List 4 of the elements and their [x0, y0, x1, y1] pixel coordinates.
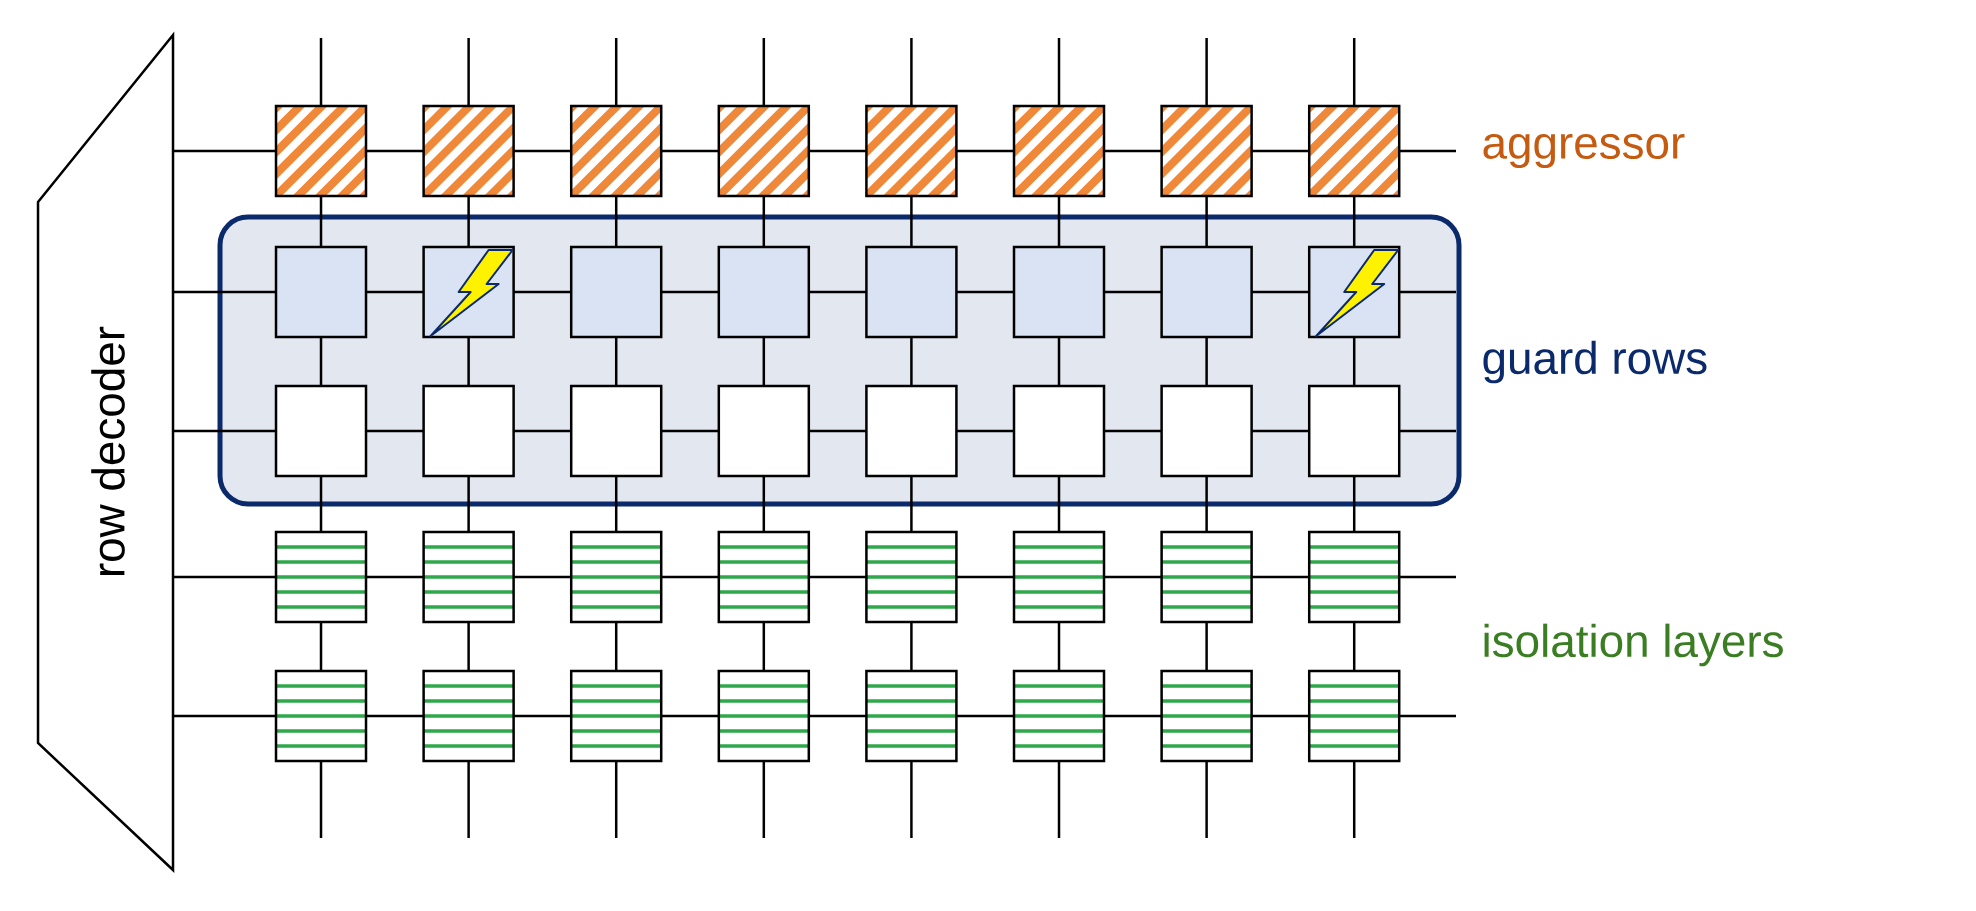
band-label: guard rows	[1483, 340, 1707, 384]
row-label: aggressor	[1483, 133, 1685, 169]
row-decoder: row decoder	[36, 31, 175, 873]
row-label: isolation layers	[1484, 623, 1783, 667]
